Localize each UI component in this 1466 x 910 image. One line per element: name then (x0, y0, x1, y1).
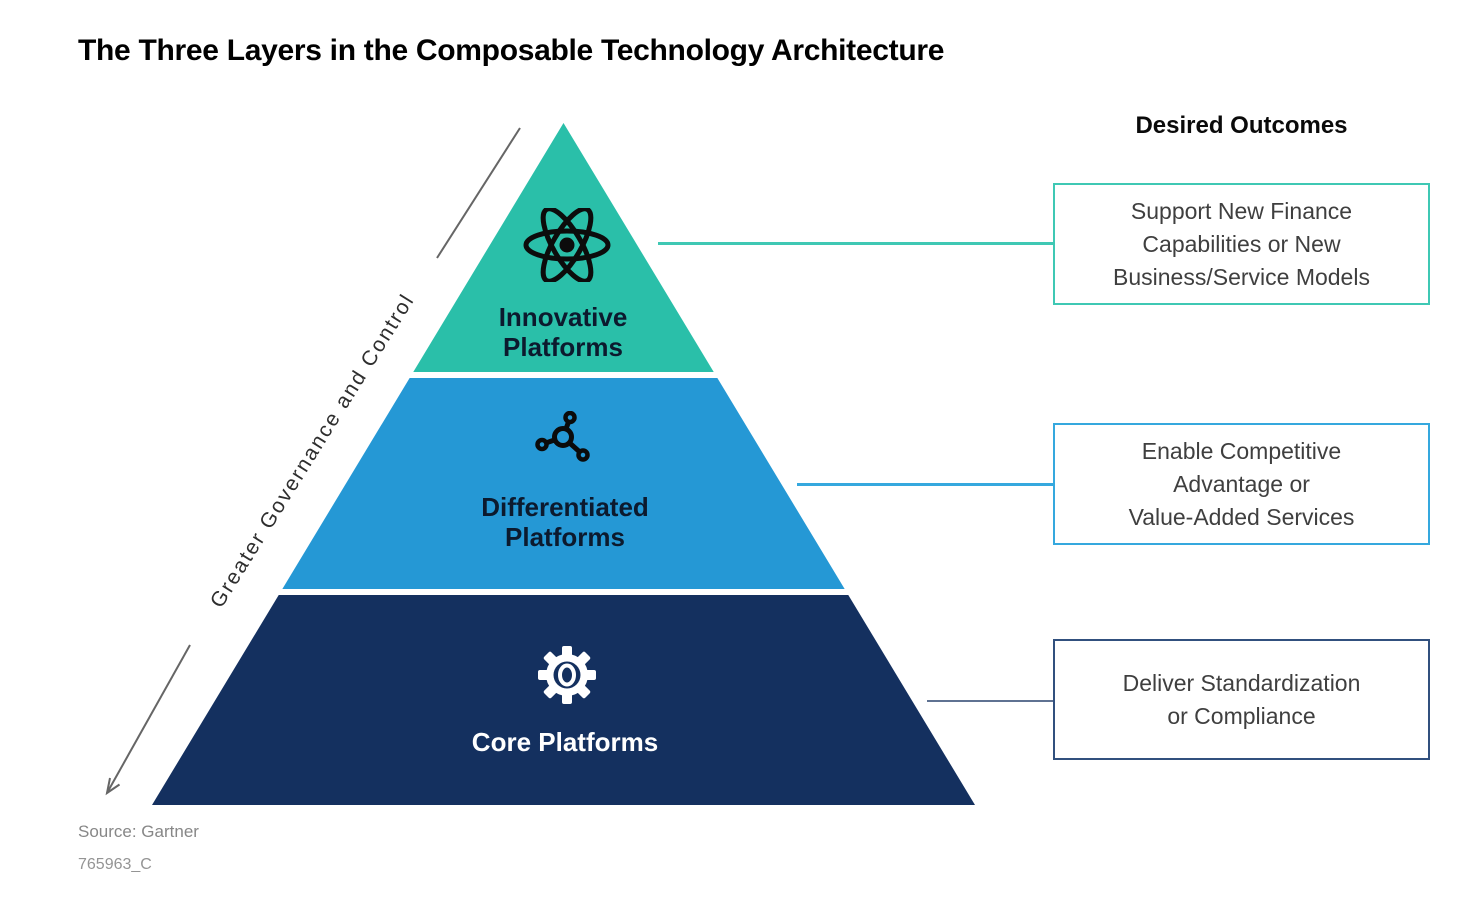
layer-label-innovative: Innovative Platforms (498, 302, 628, 362)
connector-core (927, 700, 1055, 702)
page-title: The Three Layers in the Composable Techn… (78, 34, 945, 67)
layer-label-differentiated: Differentiated Platforms (481, 492, 649, 552)
document-code: 765963_C (78, 856, 152, 873)
outcome-box-core: Deliver Standardization or Compliance (1053, 639, 1430, 760)
outcome-box-differentiated: Enable Competitive Advantage or Value-Ad… (1053, 423, 1430, 545)
gear-icon (538, 646, 596, 704)
molecule-icon (535, 411, 590, 462)
outcome-box-innovative: Support New Finance Capabilities or New … (1053, 183, 1430, 305)
source-attribution: Source: Gartner (78, 822, 199, 841)
connector-differentiated (797, 483, 1055, 486)
layer-label-core: Core Platforms (471, 727, 659, 757)
outcomes-header: Desired Outcomes (1135, 112, 1348, 139)
connector-innovative (658, 242, 1055, 245)
pyramid-diagram: Innovative Platforms Differentiated Plat… (152, 123, 975, 805)
atom-icon (523, 208, 611, 282)
